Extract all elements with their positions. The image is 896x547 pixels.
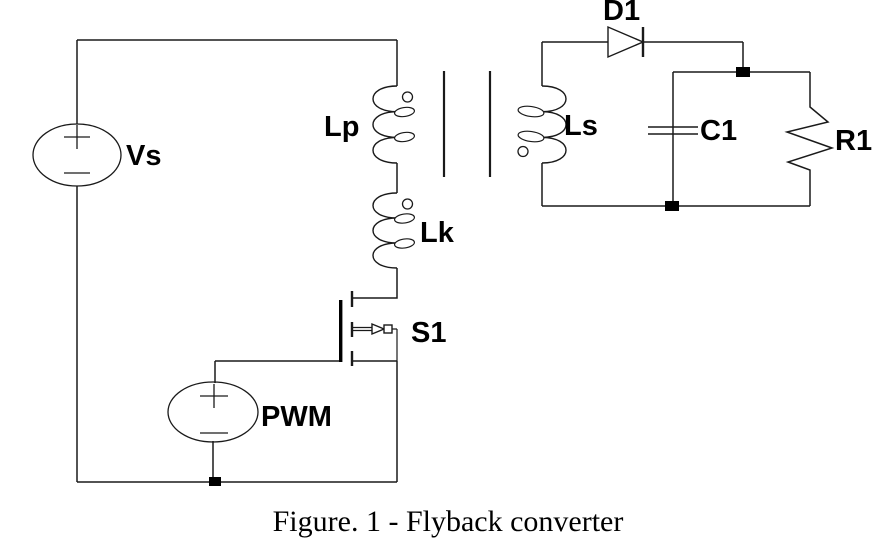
- ls-turn-loop: [517, 105, 545, 118]
- label-r1: R1: [835, 125, 872, 157]
- pwm-source-circle-icon: [167, 381, 259, 443]
- component-labels: Vs Lp Ls Lk S1 PWM D1 C1 R1: [126, 0, 872, 433]
- s1-body-arrow-icon: [371, 322, 386, 336]
- label-s1: S1: [411, 317, 446, 349]
- ls-phase-dot-icon: [517, 145, 529, 158]
- wire-cathode: [643, 41, 744, 68]
- pwm-plus-icon: [200, 384, 228, 408]
- label-lp: Lp: [324, 111, 359, 143]
- lk-coil-icon: [372, 192, 398, 269]
- voltage-source-vs: [32, 123, 122, 187]
- label-lk: Lk: [420, 217, 455, 249]
- vs-plus-icon: [64, 125, 90, 149]
- label-c1: C1: [700, 115, 737, 147]
- s1-body-arrow-box: [383, 324, 393, 334]
- voltage-source-pwm: [167, 381, 259, 443]
- transformer-core-icon: [442, 71, 492, 177]
- lp-phase-dot-icon: [401, 91, 414, 103]
- s1-body-to-source: [392, 328, 398, 361]
- lp-turn-loop: [393, 106, 416, 118]
- capacitor-c1: [648, 72, 698, 206]
- label-pwm: PWM: [261, 401, 332, 433]
- lk-turn-loop: [393, 238, 416, 249]
- s1-gate-bar-icon: [339, 300, 343, 362]
- junction-nodes: [209, 67, 750, 486]
- ls-turn-loop: [517, 130, 545, 143]
- lp-coil-icon: [372, 85, 398, 164]
- junction-node: [209, 477, 221, 486]
- mosfet-s1: [339, 291, 398, 366]
- resistor-r1: [784, 72, 835, 206]
- d1-triangle-icon: [607, 25, 645, 59]
- ls-coil-icon: [541, 85, 567, 164]
- wire-ls-top: [541, 41, 608, 86]
- c1-plates-icon: [648, 126, 698, 135]
- transformer: [372, 71, 567, 177]
- wire-source: [352, 360, 398, 482]
- label-d1: D1: [603, 0, 640, 27]
- junction-node: [736, 67, 750, 77]
- inductor-lk: [372, 192, 416, 269]
- vs-source-circle-icon: [32, 123, 122, 187]
- label-ls: Ls: [564, 110, 598, 142]
- junction-node: [665, 201, 679, 211]
- lk-turn-loop: [393, 213, 416, 224]
- lp-turn-loop: [393, 131, 416, 143]
- label-vs: Vs: [126, 140, 161, 172]
- diode-d1: [607, 25, 645, 59]
- wire-lk-drain: [352, 268, 398, 299]
- r1-zigzag-icon: [784, 72, 835, 206]
- s1-body-arrow-lines: [353, 326, 372, 332]
- lk-phase-dot-icon: [401, 198, 414, 210]
- figure-caption: Figure. 1 - Flyback converter: [272, 505, 624, 538]
